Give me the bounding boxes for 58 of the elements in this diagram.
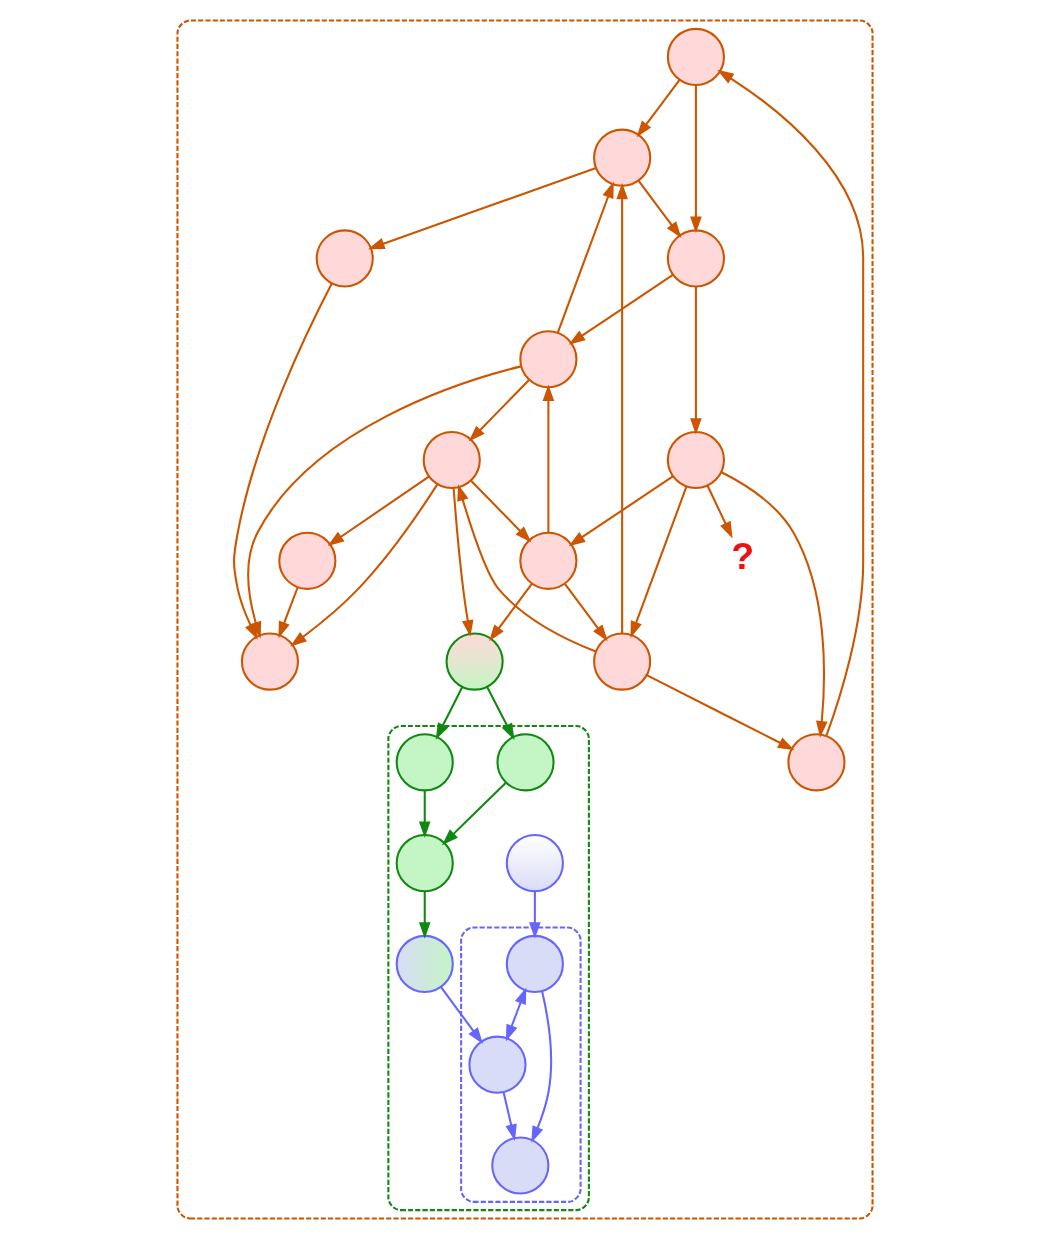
arrow — [502, 1091, 517, 1141]
arrow — [327, 475, 430, 546]
arrow — [278, 586, 299, 639]
arrow — [690, 286, 702, 435]
node-circle — [666, 27, 725, 86]
arrow — [486, 686, 515, 740]
arrow — [563, 583, 608, 642]
arrow — [690, 85, 702, 234]
arrow — [440, 986, 483, 1044]
arrow — [529, 891, 541, 939]
arrow — [368, 167, 597, 250]
arrow — [531, 990, 553, 1143]
arrow — [452, 487, 474, 637]
node-circle — [395, 934, 454, 993]
node-circle — [519, 531, 578, 590]
arrow — [636, 79, 681, 138]
node-circle — [593, 128, 652, 187]
node-circle — [240, 632, 300, 691]
arrow — [568, 475, 674, 547]
arrow — [468, 379, 530, 442]
node-circle — [666, 430, 725, 490]
arrow — [630, 486, 688, 638]
node-circle — [315, 229, 374, 288]
arrow — [435, 686, 464, 740]
node-circle — [491, 1136, 550, 1195]
node-circle — [505, 834, 564, 893]
arrow — [505, 987, 527, 1042]
cluster — [176, 19, 874, 1220]
node-text: ? — [731, 534, 755, 577]
arrow — [542, 384, 555, 533]
node-circle — [278, 531, 337, 590]
node-circle — [787, 733, 846, 792]
cluster — [460, 926, 582, 1203]
arrow — [470, 480, 532, 543]
node-circle — [496, 733, 555, 792]
arrow — [489, 583, 533, 642]
node-circle — [468, 1035, 527, 1094]
node-circle — [445, 632, 504, 691]
arrow — [568, 274, 674, 345]
node-circle — [395, 733, 454, 792]
node-circle — [519, 330, 578, 389]
node-circle — [666, 229, 725, 288]
arrow — [290, 484, 439, 647]
arrow — [706, 485, 733, 539]
node-circle — [395, 834, 454, 893]
arrow — [646, 674, 795, 751]
arrow — [442, 782, 507, 846]
arrow — [637, 180, 682, 239]
arrow — [556, 181, 614, 333]
node-circle — [422, 430, 481, 490]
arrow — [721, 471, 828, 738]
arrow — [457, 484, 597, 653]
arrow — [418, 891, 431, 939]
node-circle — [593, 632, 652, 691]
arrow — [717, 69, 865, 737]
arrow — [616, 182, 628, 634]
arrow — [418, 790, 431, 839]
node-circle — [505, 934, 564, 993]
